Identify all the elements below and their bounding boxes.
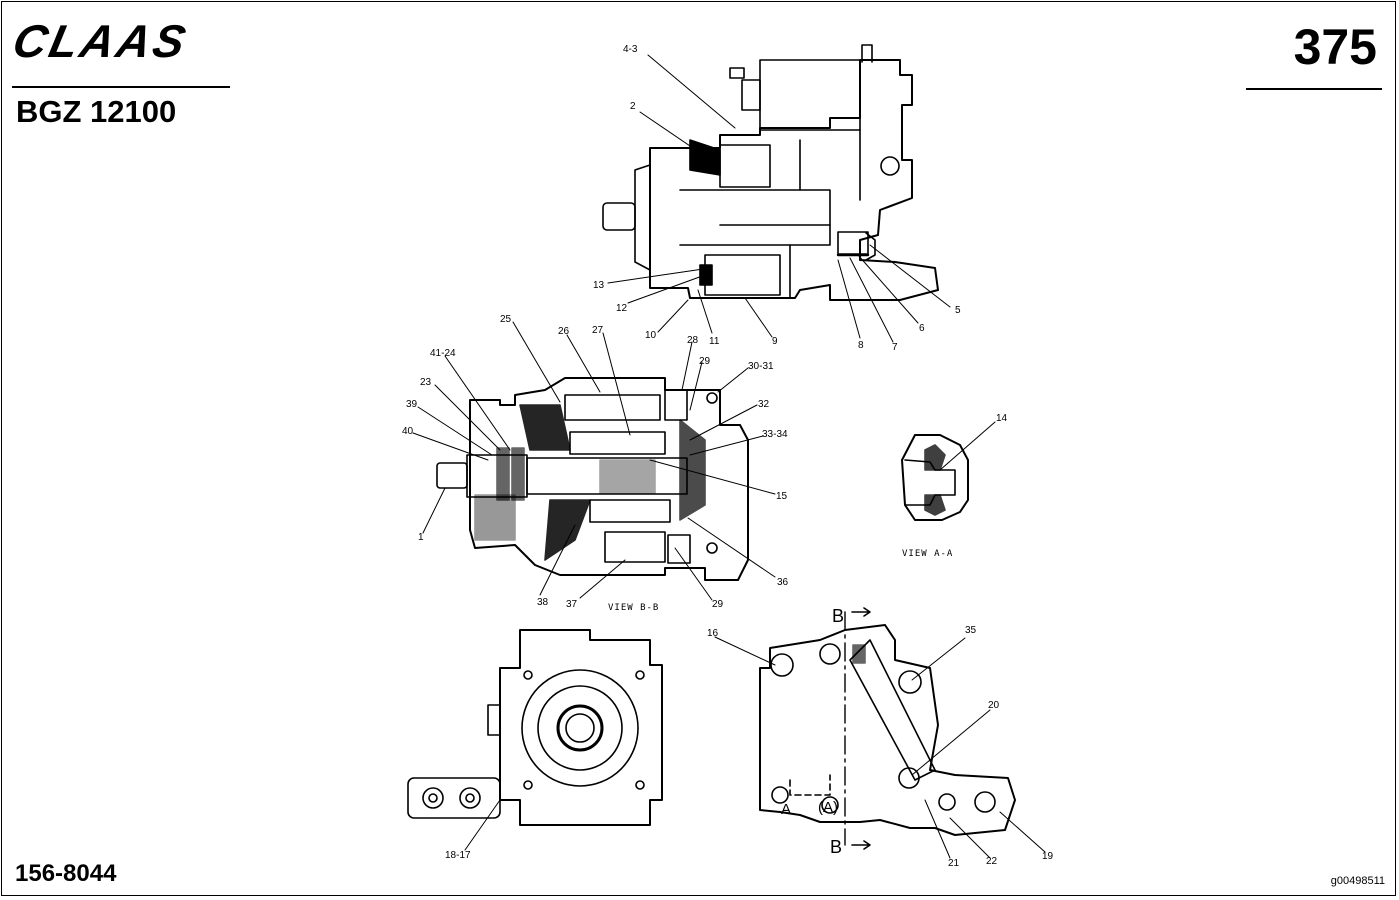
callout-10: 10 — [645, 330, 657, 341]
callout-35: 35 — [965, 625, 977, 636]
callout-32: 32 — [758, 399, 770, 410]
callout-38: 38 — [537, 597, 549, 608]
end-view-left — [407, 629, 663, 826]
view-aa-label: VIEW A-A — [902, 549, 953, 559]
view-bb-label: VIEW B-B — [608, 603, 659, 613]
callout-22: 22 — [986, 856, 998, 867]
callout-18-17: 18-17 — [445, 850, 471, 861]
page-number-underline — [1246, 88, 1382, 90]
leader-lines — [412, 54, 1046, 859]
callout-11: 11 — [709, 336, 720, 347]
detail-view-aa — [901, 434, 969, 521]
callout-25: 25 — [500, 314, 512, 325]
image-id: g00498511 — [1330, 875, 1385, 887]
callout-20: 20 — [988, 700, 1000, 711]
callout-8: 8 — [858, 340, 864, 351]
callout-27: 27 — [592, 325, 604, 336]
section-marker-a-right: (A) — [818, 799, 838, 816]
callout-21: 21 — [948, 858, 960, 869]
callout-41-24: 41-24 — [430, 348, 456, 359]
model-number: BGZ 12100 — [16, 94, 177, 129]
section-marker-a-left: A — [781, 801, 791, 818]
top-pump-view — [602, 44, 939, 301]
callout-15-middle: 15 — [776, 491, 788, 502]
callout-19: 19 — [1042, 851, 1054, 862]
section-marker-b-bottom: B — [830, 837, 842, 857]
callout-37: 37 — [566, 599, 578, 610]
callout-13: 13 — [593, 280, 605, 291]
callout-2: 2 — [630, 101, 636, 112]
callout-7: 7 — [892, 342, 898, 353]
callout-1: 1 — [418, 532, 424, 543]
callout-5: 5 — [955, 305, 961, 316]
part-number: 156-8044 — [15, 860, 117, 887]
callout-26: 26 — [558, 326, 570, 337]
callout-28: 28 — [687, 335, 699, 346]
callout-39: 39 — [406, 399, 418, 410]
callout-40: 40 — [402, 426, 414, 437]
callout-23: 23 — [420, 377, 432, 388]
callout-16: 16 — [707, 628, 719, 639]
page-number: 375 — [1293, 19, 1377, 75]
callout-29-top: 29 — [699, 356, 711, 367]
section-marker-b-top: B — [832, 606, 844, 626]
callout-14: 14 — [996, 413, 1008, 424]
callout-29-bottom: 29 — [712, 599, 724, 610]
end-view-right — [759, 607, 1016, 850]
logo-underline — [12, 86, 230, 88]
callout-33-34: 33-34 — [762, 429, 788, 440]
callout-30-31: 30-31 — [748, 361, 774, 372]
callout-12: 12 — [616, 303, 628, 314]
callout-36: 36 — [777, 577, 789, 588]
callout-9: 9 — [772, 336, 778, 347]
callout-4-3: 4-3 — [623, 44, 638, 55]
callout-6: 6 — [919, 323, 925, 334]
